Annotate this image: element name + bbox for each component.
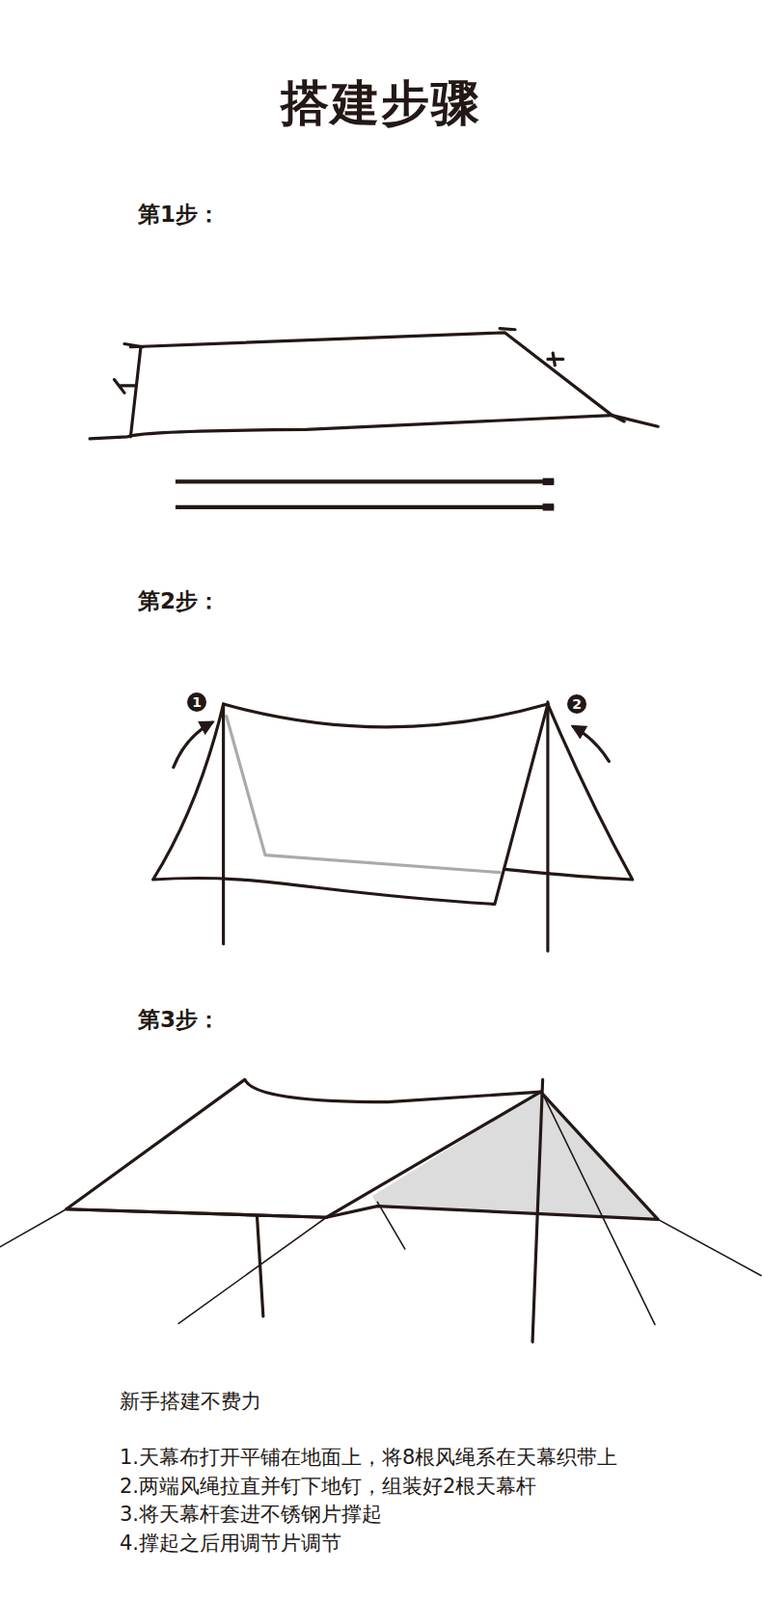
step-heading: 第3步： xyxy=(137,1005,220,1035)
step2-tarp xyxy=(153,702,633,952)
step3-tarp xyxy=(0,1079,762,1342)
page-title: 搭建步骤 xyxy=(280,71,482,137)
step-heading: 第1步： xyxy=(137,199,220,230)
note-line: 4.撑起之后用调节片调节 xyxy=(119,1529,342,1557)
step-heading: 第2步： xyxy=(137,586,220,617)
step1-tarp xyxy=(89,328,658,439)
step1-poles xyxy=(175,481,554,507)
note-line: 3.将天幕杆套进不锈钢片撑起 xyxy=(119,1500,382,1528)
note-heading: 新手搭建不费力 xyxy=(119,1387,262,1416)
callout-number: 2 xyxy=(567,694,587,714)
note-line: 1.天幕布打开平铺在地面上，将8根风绳系在天幕织带上 xyxy=(119,1443,618,1471)
callout-number: 1 xyxy=(187,692,207,712)
note-line: 2.两端风绳拉直并钉下地钉，组装好2根天幕杆 xyxy=(119,1472,537,1500)
